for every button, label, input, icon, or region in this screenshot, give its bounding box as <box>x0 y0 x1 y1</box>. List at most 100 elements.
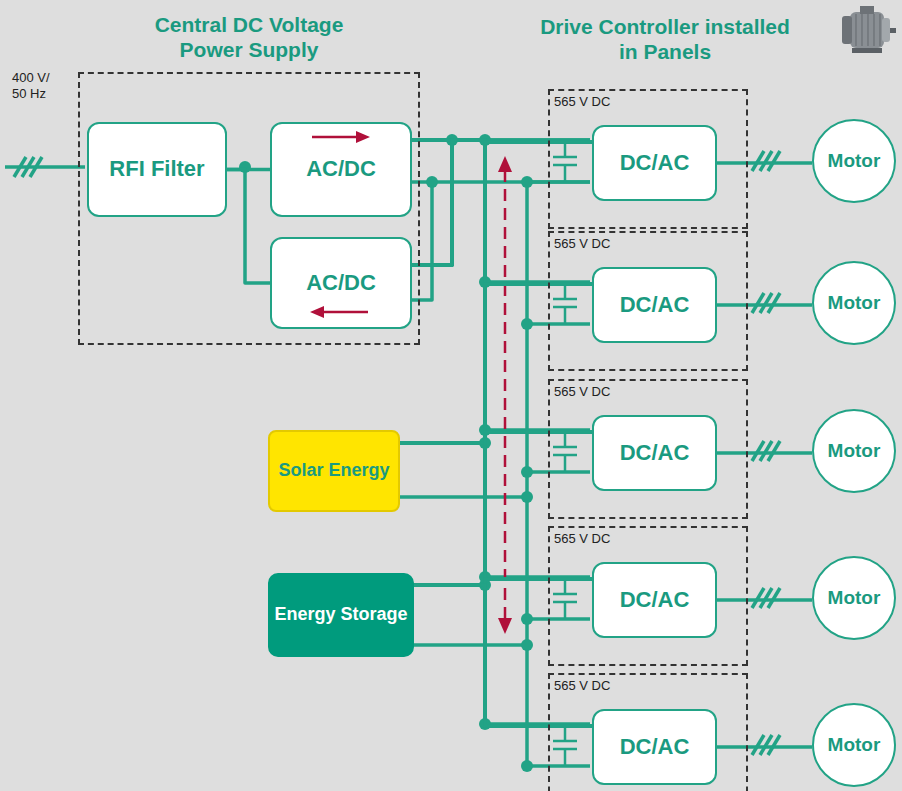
phase-slash <box>768 735 780 755</box>
box-label: Motor <box>828 734 881 757</box>
cooling-fin <box>879 14 880 46</box>
box-label: RFI Filter <box>109 156 204 182</box>
box-label: Energy Storage <box>274 604 407 626</box>
voltage-label: 565 V DC <box>554 94 610 109</box>
panel-minus-wire <box>527 322 590 326</box>
voltage-label: 565 V DC <box>554 678 610 693</box>
capacitor-lead <box>564 602 567 619</box>
capacitor-plate <box>553 446 577 449</box>
panel-minus-wire <box>527 764 590 768</box>
connector <box>400 443 592 579</box>
junction-dot <box>521 466 533 478</box>
box-label: AC/DC <box>306 270 376 296</box>
connector <box>412 140 592 284</box>
connector <box>717 745 812 749</box>
box-label: DC/AC <box>620 150 690 176</box>
voltage-label: 565 V DC <box>554 384 610 399</box>
motor-circle: Motor <box>812 409 896 493</box>
cooling-fin <box>861 14 862 46</box>
process-box: DC/AC <box>592 709 717 785</box>
mains-input <box>5 157 85 177</box>
drive-panel: 565 V DC DC/AC <box>548 379 748 519</box>
box-label: AC/DC <box>306 156 376 182</box>
box-label: Motor <box>828 292 881 315</box>
motor-endcap <box>842 16 852 44</box>
solar-source: Solar Energy <box>268 430 400 512</box>
drive-panel: 565 V DC DC/AC <box>548 231 748 371</box>
box-label: DC/AC <box>620 587 690 613</box>
junction-dot <box>521 318 533 330</box>
motor-circle: Motor <box>812 119 896 203</box>
motor-icon <box>842 6 896 53</box>
connector <box>400 284 592 443</box>
arrow-head <box>498 618 512 634</box>
connector <box>717 451 812 455</box>
connector <box>412 140 592 284</box>
motor-circle: Motor <box>812 703 896 787</box>
process-box: DC/AC <box>592 562 717 638</box>
capacitor-plate <box>553 298 577 301</box>
connector <box>414 585 592 726</box>
process-box: AC/DC <box>270 237 412 329</box>
capacitor-lead <box>564 749 567 766</box>
input-wire <box>5 165 85 169</box>
connector <box>414 432 592 585</box>
capacitor-lead <box>564 165 567 182</box>
junction-dot <box>521 760 533 772</box>
motor-circle: Motor <box>812 556 896 640</box>
capacitor-plate <box>553 593 577 596</box>
capacitor-lead <box>564 455 567 472</box>
cooling-fin <box>855 14 856 46</box>
connector <box>412 140 592 579</box>
bus-wire <box>400 643 527 647</box>
process-box: DC/AC <box>592 267 717 343</box>
power-supply-group: Central DC Voltage Power SupplyRFI Filte… <box>78 72 420 345</box>
capacitor-plate <box>553 740 577 743</box>
junction-dot <box>521 491 533 503</box>
terminal-box <box>860 6 874 14</box>
box-label: DC/AC <box>620 734 690 760</box>
group-heading: Drive Controller installed in Panels <box>540 14 790 64</box>
junction-dot <box>521 613 533 625</box>
bus-wire <box>410 140 452 265</box>
connector <box>227 170 270 284</box>
phase-slash <box>30 157 42 177</box>
energy-flow-arrow <box>498 156 512 634</box>
box-label: DC/AC <box>620 292 690 318</box>
phase-slash <box>768 441 780 461</box>
box-label: Solar Energy <box>278 460 389 482</box>
motor-flange <box>882 18 890 42</box>
drive-panel: 565 V DC DC/AC <box>548 89 748 229</box>
box-label: Motor <box>828 587 881 610</box>
phase-slash <box>768 151 780 171</box>
process-box: DC/AC <box>592 415 717 491</box>
box-label: Motor <box>828 440 881 463</box>
motor-shaft <box>890 28 896 33</box>
box-label: Motor <box>828 150 881 173</box>
group-heading: Central DC Voltage Power Supply <box>129 12 369 62</box>
phase-slash <box>768 293 780 313</box>
connector <box>717 303 812 307</box>
junction-dot <box>521 176 533 188</box>
voltage-label: 565 V DC <box>554 236 610 251</box>
motor-circle: Motor <box>812 261 896 345</box>
connector <box>717 161 812 165</box>
junction-dots <box>239 134 533 772</box>
junction-dot <box>521 639 533 651</box>
motor-body <box>850 12 884 48</box>
dashed-flow-line <box>504 170 507 620</box>
bus-wire <box>400 495 527 499</box>
process-box: AC/DC <box>270 122 412 217</box>
drive-panel: 565 V DC DC/AC <box>548 673 748 791</box>
capacitor-plate <box>553 156 577 159</box>
supply-rating: 400 V/ 50 Hz <box>12 70 62 102</box>
energy-storage: Energy Storage <box>268 573 414 657</box>
arrow-head <box>498 156 512 172</box>
drive-panel: 565 V DCDC/AC <box>548 526 748 666</box>
connector <box>412 140 592 579</box>
box-label: DC/AC <box>620 440 690 466</box>
